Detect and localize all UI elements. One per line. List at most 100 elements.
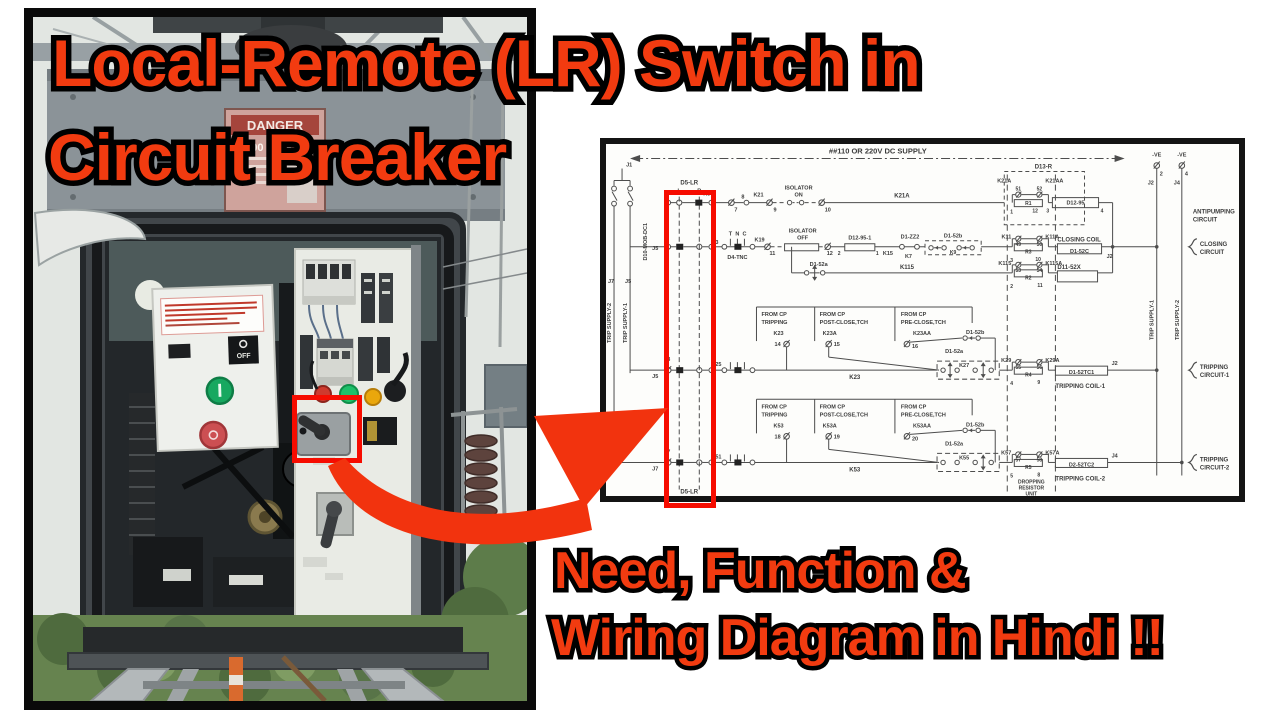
diagram-label-2: -VE xyxy=(1152,152,1162,158)
diagram-label-108: FROM CP xyxy=(761,404,787,410)
breaker-position-indicator: OFF xyxy=(237,353,252,361)
diagram-label-62: K11 xyxy=(1001,235,1011,241)
title-line-2: Circuit Breaker xyxy=(48,124,507,190)
diagram-label-75: K115A xyxy=(1045,261,1062,267)
diagram-label-131: D2-52TC2 xyxy=(1069,462,1094,468)
diagram-label-115: 19 xyxy=(834,434,840,440)
diagram-label-47: C xyxy=(742,232,746,238)
diagram-label-50: 11 xyxy=(770,251,776,257)
diagram-label-32: ON xyxy=(794,193,802,199)
diagram-label-105: D1-52TC1 xyxy=(1069,370,1094,376)
diagram-label-65: 50 xyxy=(1037,242,1043,248)
diagram-label-8: J1 xyxy=(626,163,632,169)
diagram-label-143: TRIPPING xyxy=(1200,365,1229,371)
diagram-label-10: J7 xyxy=(608,279,614,285)
diagram-label-17: D5-LR xyxy=(680,490,698,496)
diagram-label-107: TRIPPING COIL-1 xyxy=(1055,384,1105,390)
diagram-label-141: CLOSING xyxy=(1200,242,1228,248)
diagram-label-114: K53A xyxy=(823,423,837,429)
diagram-label-53: 12 xyxy=(827,251,833,257)
lr-switch[interactable] xyxy=(296,412,351,465)
diagram-label-60: D1-52b xyxy=(944,234,963,240)
diagram-label-133: TRIPPING COIL-2 xyxy=(1055,477,1105,483)
diagram-label-127: 58 xyxy=(1037,457,1043,463)
diagram-label-113: POST-CLOSE,TCH xyxy=(820,412,868,418)
diagram-label-42: 3 xyxy=(1046,209,1049,215)
diagram-label-90: FROM CP xyxy=(901,312,927,318)
diagram-label-22: J5 xyxy=(652,374,658,380)
diagram-label-93: 16 xyxy=(912,344,918,350)
diagram-label-96: D1-52a xyxy=(945,349,964,355)
diagram-label-111: 18 xyxy=(775,434,781,440)
subtitle-line-2: Wiring Diagram in Hindi !! xyxy=(551,612,1164,664)
diagram-label-12: TRIP SUPPLY-2 xyxy=(607,303,613,343)
diagram-label-19: J5 xyxy=(652,246,658,252)
diagram-label-37: 51 xyxy=(1016,187,1022,193)
diagram-label-128: R5 xyxy=(1025,465,1032,471)
diagram-label-144: CIRCUIT-1 xyxy=(1200,373,1230,379)
control-panel xyxy=(294,245,421,630)
diagram-label-83: TRIPPING xyxy=(761,320,787,326)
pointer-arrow xyxy=(328,408,668,545)
diagram-label-27: 7 xyxy=(734,208,737,214)
diagram-label-132: J4 xyxy=(1112,453,1119,459)
diagram-label-7: J4 xyxy=(1174,181,1181,187)
diagram-label-121: D1-52b xyxy=(966,422,985,428)
diagram-label-30: 9 xyxy=(774,208,777,214)
diagram-label-138: TRIP SUPPLY-2 xyxy=(1175,300,1181,340)
diagram-label-4: 2 xyxy=(1160,172,1163,178)
diagram-label-11: J5 xyxy=(625,279,631,285)
diagram-label-137: TRIP SUPPLY-1 xyxy=(1150,300,1156,340)
diagram-label-70: D1-52C xyxy=(1070,249,1089,255)
diagram-label-23: 25 xyxy=(715,362,721,368)
diagram-label-130: 8 xyxy=(1037,472,1040,478)
diagram-label-57: K15 xyxy=(883,251,893,257)
diagram-label-112: FROM CP xyxy=(820,404,846,410)
diagram-label-46: N xyxy=(735,232,739,238)
support-stand xyxy=(33,613,527,701)
diagram-label-64: 49 xyxy=(1016,242,1022,248)
diagram-label-76: 53 xyxy=(1016,268,1022,274)
diagram-label-135: RESISTOR xyxy=(1019,486,1045,492)
diagram-label-5: 4 xyxy=(1185,172,1189,178)
diagram-label-142: CIRCUIT xyxy=(1200,250,1225,256)
diagram-label-1: D13-R xyxy=(1035,165,1053,171)
title-line-1: Local-Remote (LR) Switch in xyxy=(52,30,921,96)
diagram-label-54: 2 xyxy=(838,251,841,257)
subtitle-line-1: Need, Function & xyxy=(554,545,967,597)
trip-button[interactable] xyxy=(199,420,228,450)
diagram-label-31: ISOLATOR xyxy=(785,186,813,192)
diagram-label-129: 5 xyxy=(1010,473,1013,479)
diagram-label-82: FROM CP xyxy=(761,312,787,318)
diagram-label-98: K29 xyxy=(1001,358,1011,364)
diagram-label-139: ANTIPUMPING xyxy=(1193,210,1235,216)
spring-charge-handle[interactable] xyxy=(316,492,354,549)
diagram-label-34: K21A xyxy=(894,194,910,200)
d5-lr-column-highlight xyxy=(664,190,716,508)
diagram-label-94: K23 xyxy=(849,375,861,381)
cable-grommet xyxy=(384,380,406,402)
diagram-label-92: K23AA xyxy=(913,331,931,337)
diagram-label-49: K19 xyxy=(754,238,764,244)
diagram-label-87: POST-CLOSE,TCH xyxy=(820,320,868,326)
latch-arm xyxy=(33,208,147,267)
diagram-label-6: J2 xyxy=(1148,181,1154,187)
diagram-label-80: 11 xyxy=(1037,283,1043,289)
diagram-label-26: 51 xyxy=(715,454,721,460)
diagram-label-89: 15 xyxy=(834,342,840,348)
diagram-label-0: ##110 OR 220V DC SUPPLY xyxy=(829,146,927,155)
diagram-label-122: D1-52a xyxy=(945,441,964,447)
diagram-label-36: K21AA xyxy=(1045,179,1063,185)
diagram-label-9: D10-MOB-DC1 xyxy=(643,223,649,261)
lr-switch-highlight xyxy=(292,395,362,463)
diagram-label-68: 10 xyxy=(1035,257,1041,263)
diagram-label-3: -VE xyxy=(1177,152,1187,158)
diagram-label-97: K27 xyxy=(959,363,969,369)
diagram-label-71: J2 xyxy=(1107,254,1113,260)
diagram-label-29: K21 xyxy=(753,193,763,199)
diagram-label-38: 52 xyxy=(1037,187,1043,193)
diagram-label-63: K11A xyxy=(1045,235,1059,241)
diagram-label-78: R2 xyxy=(1025,275,1032,281)
diagram-label-106: J2 xyxy=(1112,361,1118,367)
diagram-label-117: PRE-CLOSE,TCH xyxy=(901,412,946,418)
